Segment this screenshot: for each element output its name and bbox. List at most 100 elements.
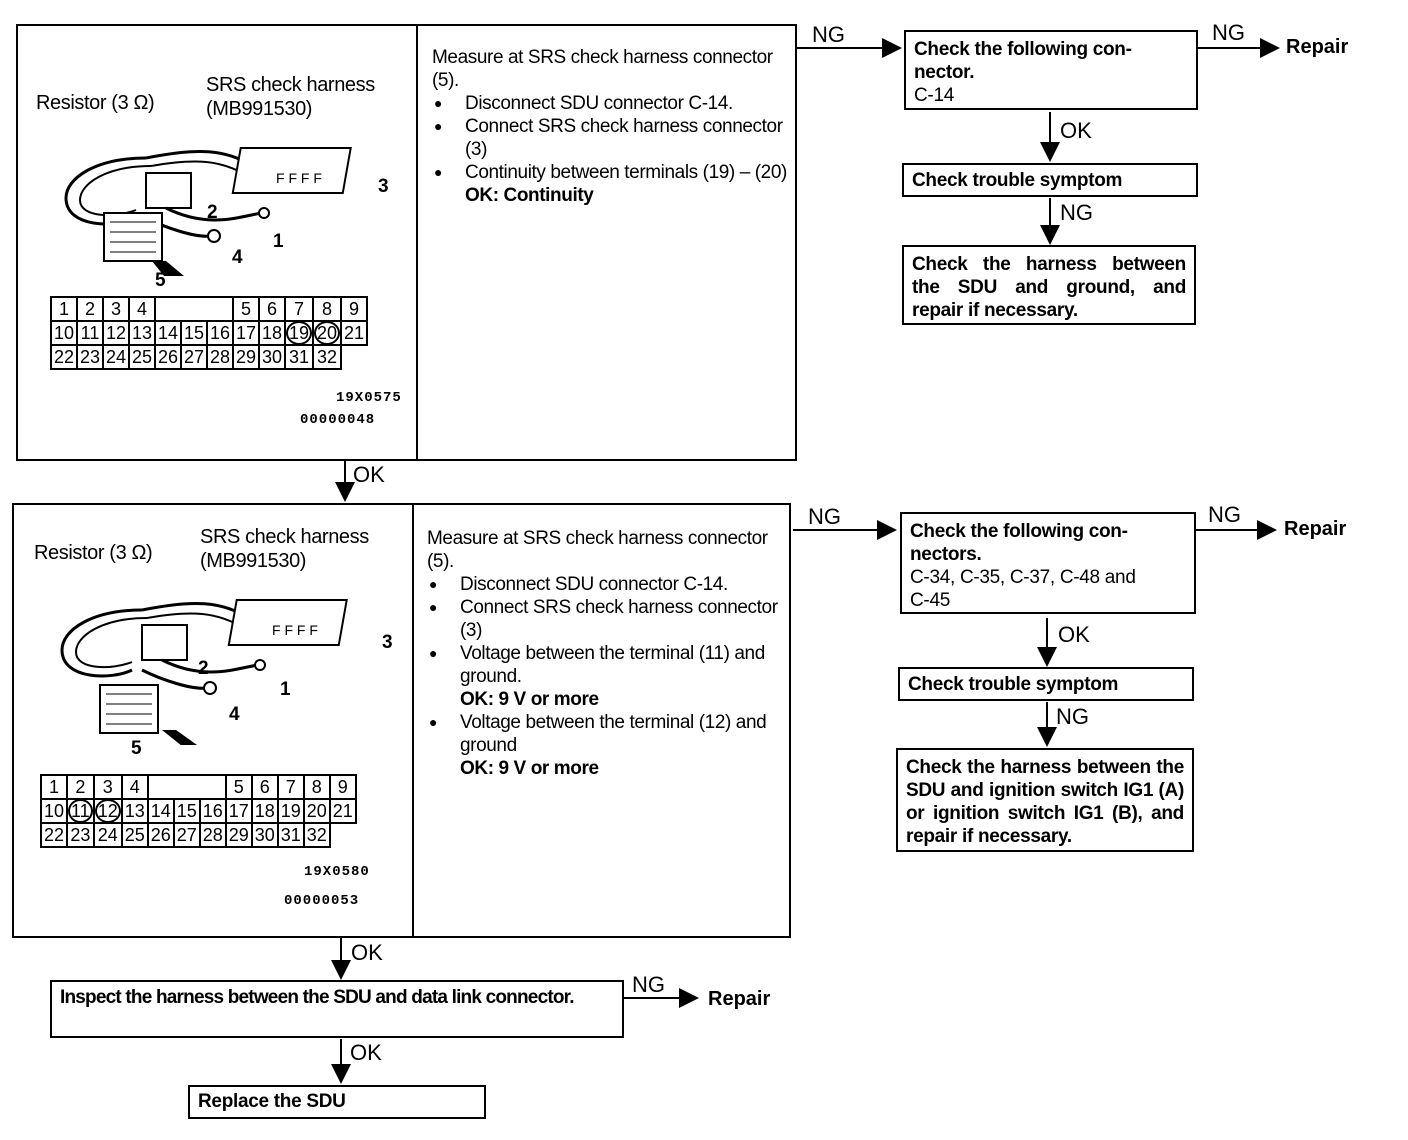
pin: 29 bbox=[232, 344, 260, 370]
pin-label: 11 bbox=[68, 799, 93, 823]
pin: 2 bbox=[66, 774, 95, 800]
pin: 28 bbox=[198, 822, 227, 848]
step2-instructions: Measure at SRS check harness connector (… bbox=[427, 527, 787, 780]
pin-highlighted: 11 bbox=[66, 798, 95, 824]
instruction-item: Continuity between terminals (19) – (20)… bbox=[432, 161, 788, 207]
harness-label: SRS check harness bbox=[206, 74, 375, 96]
pin-label: 19 bbox=[286, 321, 313, 345]
inspect-harness-box: Inspect the harness between the SDU and … bbox=[50, 980, 624, 1038]
repair-label: Repair bbox=[708, 988, 771, 1010]
pin: 32 bbox=[302, 822, 331, 848]
ng-label: NG bbox=[1060, 200, 1093, 225]
pin: 26 bbox=[154, 344, 182, 370]
instruction-heading: Measure at SRS check harness connector (… bbox=[427, 528, 768, 572]
pin: 11 bbox=[76, 320, 104, 346]
instruction-item: Disconnect SDU connector C-14. bbox=[432, 92, 788, 115]
pin: 9 bbox=[328, 774, 357, 800]
harness-part-number: (MB991530) bbox=[206, 98, 313, 120]
instruction-text: Voltage between the terminal (11) and gr… bbox=[460, 643, 765, 687]
pin: 17 bbox=[224, 798, 253, 824]
pin: 16 bbox=[206, 320, 234, 346]
pin: 5 bbox=[232, 296, 260, 322]
pin: 31 bbox=[276, 822, 305, 848]
pin: 24 bbox=[92, 822, 123, 848]
pin: 3 bbox=[102, 296, 130, 322]
pin: 28 bbox=[206, 344, 234, 370]
ok-label: OK bbox=[350, 1040, 382, 1065]
instruction-item: Voltage between the terminal (11) and gr… bbox=[427, 642, 787, 711]
spacer bbox=[330, 823, 356, 847]
part-2: 2 bbox=[207, 202, 218, 223]
instruction-item: Connect SRS check harness connector (3) bbox=[427, 596, 787, 642]
box-text: Replace the SDU bbox=[198, 1091, 346, 1112]
pin: 4 bbox=[128, 296, 156, 322]
ng-label: NG bbox=[1056, 704, 1089, 729]
instruction-text: Voltage between the terminal (12) and gr… bbox=[460, 712, 767, 756]
box-text: Check the harness between the SDU and ig… bbox=[906, 757, 1184, 847]
pin: 23 bbox=[76, 344, 104, 370]
ok-criteria: OK: Continuity bbox=[465, 185, 594, 206]
pin-highlighted: 12 bbox=[92, 798, 123, 824]
ok-criteria: OK: 9 V or more bbox=[460, 758, 599, 779]
connector-pinout: 1 2 3 4 5 6 7 8 9 10 11 12 13 14 15 16 1… bbox=[50, 296, 369, 370]
part-5: 5 bbox=[155, 270, 166, 291]
box-line: C-45 bbox=[910, 590, 950, 611]
ng-label: NG bbox=[808, 504, 841, 529]
pin: 30 bbox=[250, 822, 279, 848]
connector-key bbox=[155, 296, 233, 321]
box-line: Check the following con- bbox=[914, 39, 1132, 60]
ng-label: NG bbox=[1212, 20, 1245, 45]
harness-part-number: (MB991530) bbox=[200, 550, 307, 572]
resistor-label: Resistor (3 Ω) bbox=[36, 92, 155, 114]
pin: 12 bbox=[102, 320, 130, 346]
ok-label: OK bbox=[1060, 118, 1092, 143]
pin: 6 bbox=[258, 296, 286, 322]
resistor-label: Resistor (3 Ω) bbox=[34, 542, 153, 564]
pin: 14 bbox=[146, 798, 175, 824]
part-3: 3 bbox=[378, 176, 389, 197]
pin: 13 bbox=[120, 798, 149, 824]
check-harness-box: Check the harness between the SDU and gr… bbox=[902, 245, 1196, 325]
box-text: Check the harness between the SDU and gr… bbox=[912, 254, 1186, 321]
pin: 14 bbox=[154, 320, 182, 346]
harness-illustration: F F F F bbox=[64, 147, 352, 276]
pin: 6 bbox=[250, 774, 279, 800]
repair-label: Repair bbox=[1286, 36, 1349, 58]
pin: 15 bbox=[172, 798, 201, 824]
pin: 5 bbox=[224, 774, 253, 800]
ng-label: NG bbox=[1208, 502, 1241, 527]
repair-label: Repair bbox=[1284, 518, 1347, 540]
box-line: Check the following con- bbox=[910, 521, 1128, 542]
check-symptom-box: Check trouble symptom bbox=[898, 667, 1194, 701]
ok-label: OK bbox=[1058, 622, 1090, 647]
pin: 23 bbox=[66, 822, 95, 848]
box-line: nectors. bbox=[910, 544, 982, 565]
pin: 26 bbox=[146, 822, 175, 848]
pin: 22 bbox=[50, 344, 78, 370]
pin: 18 bbox=[250, 798, 279, 824]
pin: 18 bbox=[258, 320, 286, 346]
ok-label: OK bbox=[353, 462, 385, 487]
pin: 2 bbox=[76, 296, 104, 322]
pin: 21 bbox=[328, 798, 357, 824]
pin: 7 bbox=[276, 774, 305, 800]
pin: 1 bbox=[50, 296, 78, 322]
pin: 8 bbox=[302, 774, 331, 800]
connector-key bbox=[147, 774, 226, 799]
pin: 30 bbox=[258, 344, 286, 370]
spacer bbox=[341, 345, 367, 369]
ng-label: NG bbox=[632, 972, 665, 997]
pin: 10 bbox=[40, 798, 68, 824]
part-1: 1 bbox=[280, 679, 291, 700]
step1-instructions: Measure at SRS check harness connector (… bbox=[432, 46, 788, 207]
pin: 8 bbox=[312, 296, 343, 322]
pin: 4 bbox=[120, 774, 149, 800]
replace-sdu-box: Replace the SDU bbox=[188, 1085, 486, 1119]
instruction-item: Connect SRS check harness connector (3) bbox=[432, 115, 788, 161]
pin: 24 bbox=[102, 344, 130, 370]
connector-pinout: 1 2 3 4 5 6 7 8 9 10 11 12 13 14 15 16 1… bbox=[40, 774, 357, 848]
pin: 7 bbox=[283, 296, 315, 322]
pin: 10 bbox=[50, 320, 78, 346]
pin-highlighted: 20 bbox=[312, 320, 343, 346]
figure-code: 00000053 bbox=[284, 893, 360, 909]
